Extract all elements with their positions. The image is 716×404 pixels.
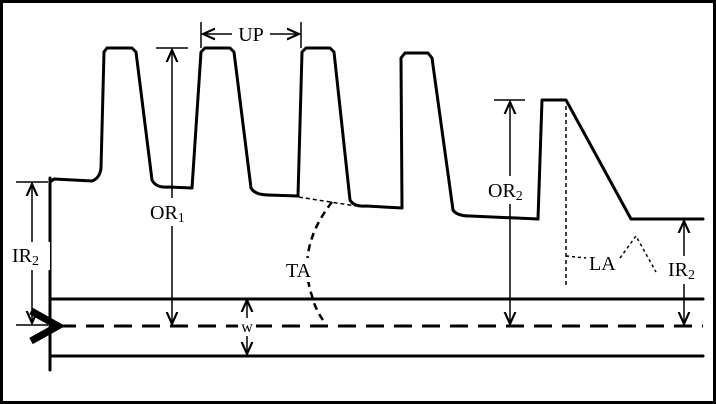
ir2-left-label: IR2 xyxy=(12,245,39,269)
ta-label: TA xyxy=(286,260,312,282)
root-connector-1 xyxy=(291,195,357,207)
ta-arc xyxy=(305,201,333,325)
thread-profile xyxy=(48,46,705,221)
ir2-left-label-bg xyxy=(10,242,50,270)
up-label-bg xyxy=(232,22,270,46)
or1-label-bg xyxy=(148,198,194,226)
or2-label-bg xyxy=(486,176,534,204)
la-leader-left xyxy=(565,255,587,259)
up-label: UP xyxy=(238,24,264,46)
ir2-right-label-bg xyxy=(666,256,708,284)
la-label: LA xyxy=(589,253,616,275)
ta-label-bg xyxy=(284,258,318,282)
ir2-right-label: IR2 xyxy=(668,259,695,283)
la-leader-right xyxy=(619,234,657,273)
or1-label: OR1 xyxy=(150,202,185,226)
or2-label: OR2 xyxy=(488,180,523,204)
w-label: w xyxy=(241,319,253,336)
w-label-bg xyxy=(238,318,256,336)
